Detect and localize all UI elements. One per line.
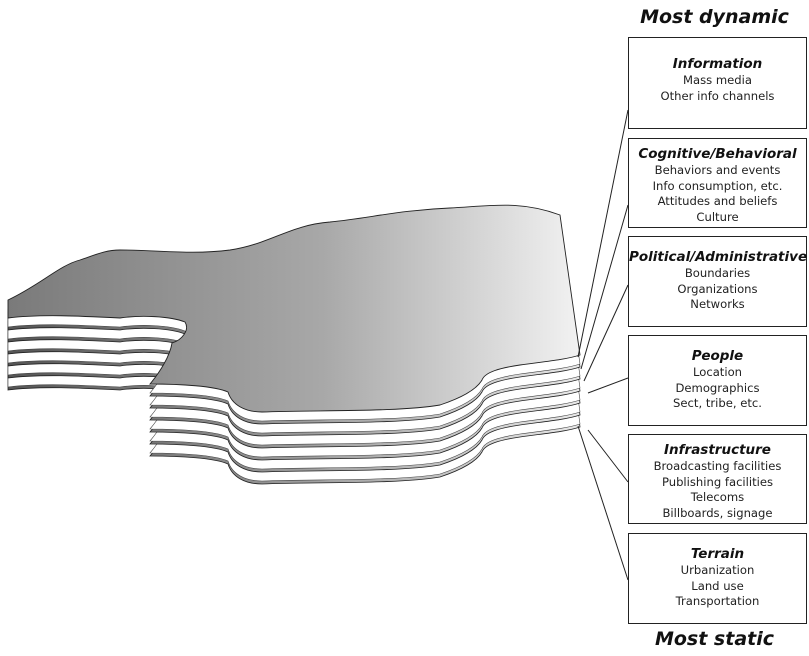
layer-title: Terrain (690, 546, 745, 562)
layer-item: Behaviors and events (654, 163, 781, 177)
layer-item: Other info channels (660, 88, 775, 103)
layer-item: Billboards, signage (662, 505, 773, 520)
layer-item: Demographics (675, 380, 760, 395)
layer-item: Info consumption, etc. (652, 178, 783, 193)
layer-box-infrastructure: Infrastructure Broadcasting facilities P… (628, 434, 807, 524)
layer-box-people: People Location Demographics Sect, tribe… (628, 335, 807, 426)
layer-title: People (691, 348, 744, 364)
layer-box-information: Information Mass media Other info channe… (628, 37, 807, 129)
layer-item: Telecoms (690, 490, 745, 504)
layer-item: Boundaries (684, 266, 751, 280)
layer-item: Broadcasting facilities (653, 459, 782, 473)
layer-title: Information (672, 56, 763, 72)
layer-title: Infrastructure (664, 442, 771, 458)
layer-item: Attitudes and beliefs (657, 194, 778, 208)
layer-box-cognitive-behavioral: Cognitive/Behavioral Behaviors and event… (628, 138, 807, 228)
layer-item: Land use (691, 578, 744, 593)
layer-item: Urbanization (680, 563, 755, 577)
layer-title: Cognitive/Behavioral (638, 146, 797, 162)
top-layer-surface (7, 204, 581, 413)
layer-item: Transportation (675, 594, 760, 608)
most-static-label: Most static (654, 628, 775, 650)
layer-title: Political/Administrative (629, 249, 808, 265)
layer-box-terrain: Terrain Urbanization Land use Transporta… (628, 533, 807, 624)
layer-item: Sect, tribe, etc. (673, 396, 762, 410)
layer-item: Networks (690, 297, 745, 311)
most-dynamic-label: Most dynamic (640, 6, 789, 28)
leader-line (580, 204, 629, 370)
leader-line (577, 109, 629, 358)
leader-line (587, 429, 629, 483)
layer-box-political-administrative: Political/Administrative Boundaries Orga… (628, 236, 807, 327)
leader-line (583, 284, 629, 382)
layer-item: Organizations (677, 281, 758, 296)
layer-item: Location (692, 365, 743, 379)
layer-item: Publishing facilities (661, 474, 774, 489)
layer-item: Culture (696, 209, 739, 224)
leader-line (587, 377, 629, 394)
layer-item: Mass media (683, 73, 752, 87)
leader-line (577, 425, 629, 581)
